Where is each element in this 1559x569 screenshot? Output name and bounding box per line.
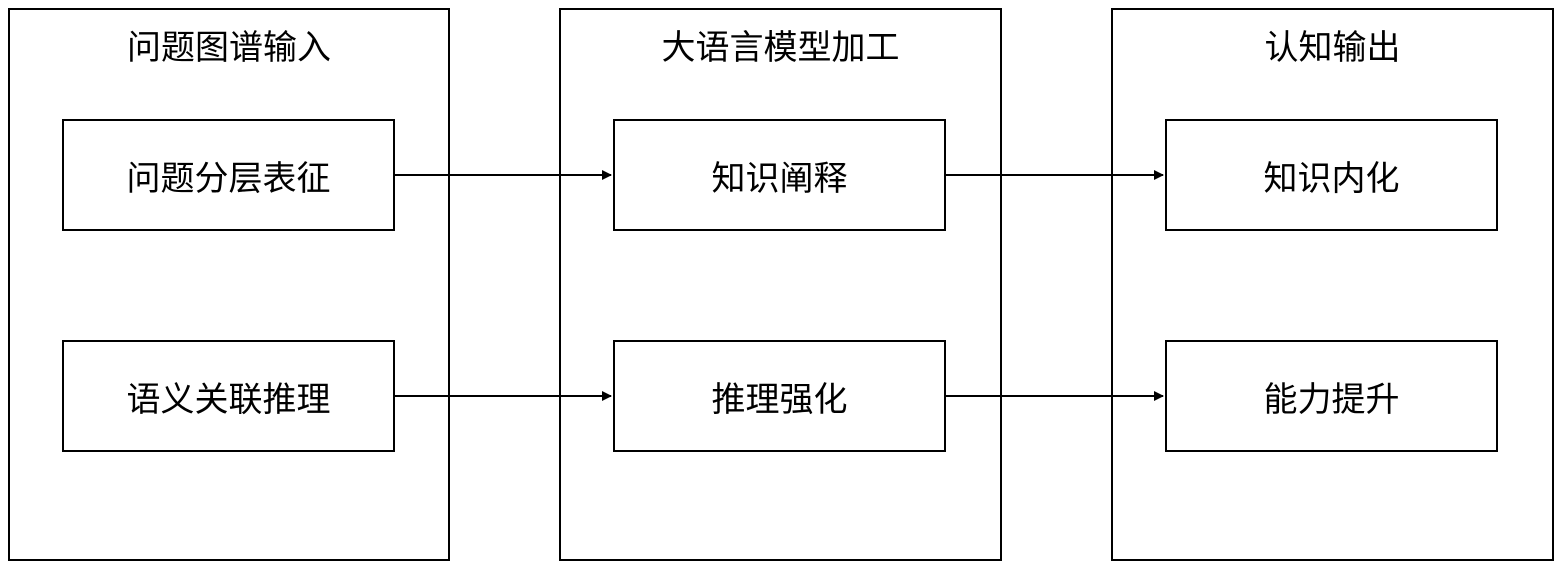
- node-semantic-association-reasoning: 语义关联推理: [62, 340, 395, 452]
- node-reasoning-enhancement: 推理强化: [613, 340, 946, 452]
- node-knowledge-interpretation: 知识阐释: [613, 119, 946, 231]
- node-hierarchical-representation: 问题分层表征: [62, 119, 395, 231]
- column-problem-graph-input: 问题图谱输入: [8, 8, 450, 561]
- node-ability-improvement: 能力提升: [1165, 340, 1498, 452]
- column-title: 认知输出: [1264, 28, 1401, 68]
- column-title: 问题图谱输入: [127, 28, 331, 68]
- column-title: 大语言模型加工: [661, 28, 900, 68]
- column-cognitive-output: 认知输出: [1111, 8, 1554, 561]
- column-llm-processing: 大语言模型加工: [559, 8, 1002, 561]
- node-knowledge-internalization: 知识内化: [1165, 119, 1498, 231]
